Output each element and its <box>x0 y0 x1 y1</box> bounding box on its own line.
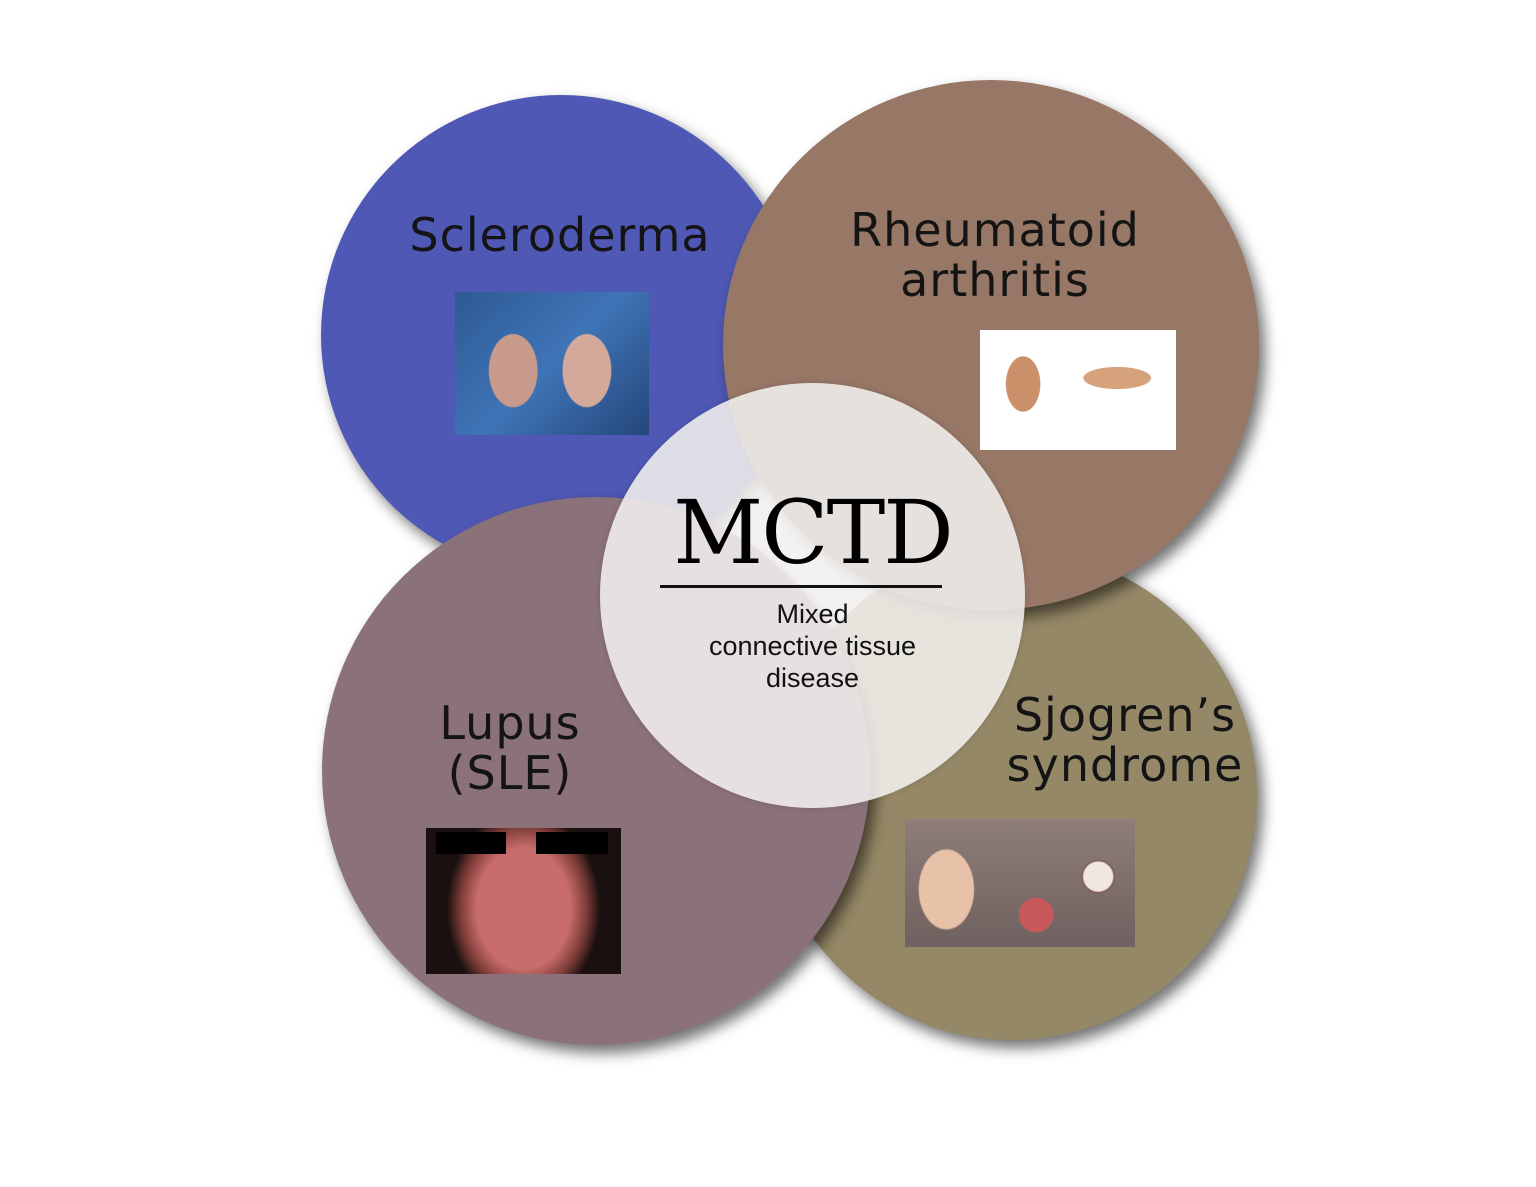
rheumatoid-label-line-2: arthritis <box>900 253 1090 307</box>
sjogren-label-line-1: Sjogren’s <box>1013 688 1237 742</box>
sjogren-label: Sjogren’s syndrome <box>985 690 1265 790</box>
sjogren-photo <box>905 819 1135 947</box>
privacy-bar-left <box>436 832 506 854</box>
rheumatoid-photo <box>980 330 1176 450</box>
title-divider <box>660 585 942 588</box>
lupus-label-line-2: (SLE) <box>447 746 573 800</box>
scleroderma-photo <box>455 292 649 435</box>
subtitle-line-3: disease <box>765 663 860 693</box>
scleroderma-label: Scleroderma <box>380 210 740 260</box>
sjogren-label-line-2: syndrome <box>1006 738 1244 792</box>
mctd-center-circle: MCTD Mixed connective tissue disease <box>600 383 1025 808</box>
mctd-subtitle: Mixed connective tissue disease <box>600 598 1025 694</box>
lupus-label: Lupus (SLE) <box>400 698 620 798</box>
lupus-photo <box>426 828 621 974</box>
scleroderma-label-line: Scleroderma <box>409 208 711 262</box>
privacy-bar-right <box>536 832 608 854</box>
subtitle-line-2: connective tissue <box>708 631 917 661</box>
subtitle-line-1: Mixed <box>776 599 849 629</box>
rheumatoid-label: Rheumatoid arthritis <box>810 205 1180 305</box>
rheumatoid-label-line-1: Rheumatoid <box>850 203 1140 257</box>
lupus-label-line-1: Lupus <box>439 696 581 750</box>
mctd-title: MCTD <box>673 481 954 584</box>
